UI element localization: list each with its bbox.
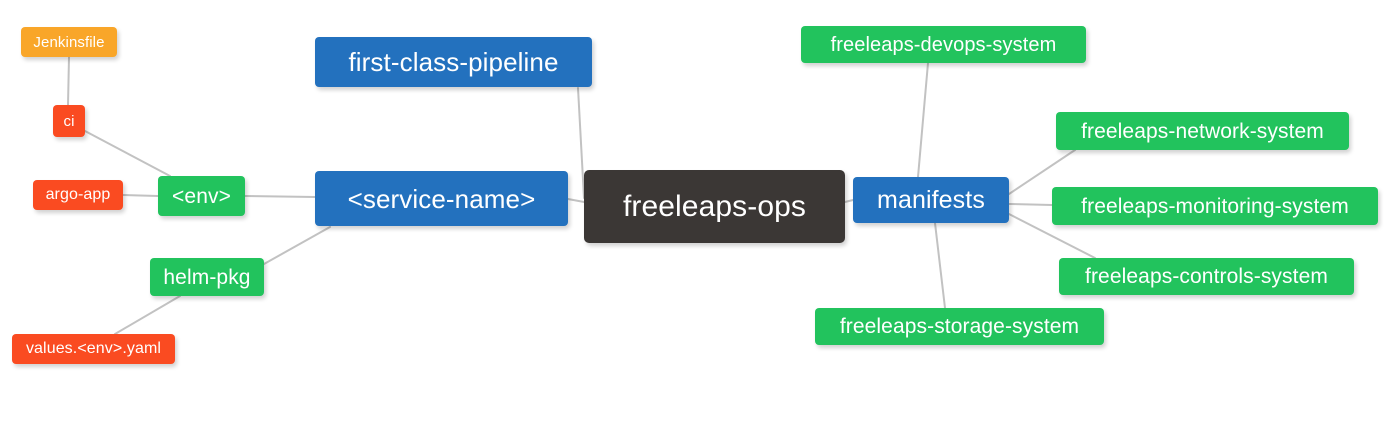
mindmap-node-first-class-pipeline[interactable]: first-class-pipeline — [315, 37, 592, 87]
node-label: argo-app — [45, 186, 111, 203]
edge-root-to-service-name — [567, 198, 585, 203]
node-label: freeleaps-devops-system — [830, 33, 1057, 56]
node-label: values.<env>.yaml — [25, 340, 162, 357]
mindmap-node-network-system[interactable]: freeleaps-network-system — [1056, 112, 1349, 150]
node-label: <env> — [172, 184, 231, 208]
mindmap-node-manifests[interactable]: manifests — [853, 177, 1009, 223]
edge-root-to-manifests — [844, 199, 854, 203]
node-label: freeleaps-controls-system — [1085, 265, 1328, 288]
mindmap-node-controls-system[interactable]: freeleaps-controls-system — [1059, 258, 1354, 295]
edge-env-to-argo-app — [122, 194, 159, 197]
node-label: freeleaps-ops — [622, 189, 807, 223]
mindmap-node-argo-app[interactable]: argo-app — [33, 180, 123, 210]
mindmap-node-storage-system[interactable]: freeleaps-storage-system — [815, 308, 1104, 345]
node-label: manifests — [877, 185, 985, 214]
node-label: ci — [63, 112, 75, 130]
edge-ci-to-jenkinsfile — [67, 56, 70, 106]
edge-service-name-to-helm-pkg — [263, 226, 331, 265]
node-label: freeleaps-monitoring-system — [1081, 194, 1349, 218]
edge-manifests-to-storage-system — [934, 222, 946, 309]
edge-manifests-to-devops-system — [917, 62, 929, 178]
mindmap-node-monitoring-system[interactable]: freeleaps-monitoring-system — [1052, 187, 1378, 225]
mindmap-node-env[interactable]: <env> — [158, 176, 245, 216]
edge-manifests-to-monitoring-system — [1008, 203, 1053, 206]
node-label: helm-pkg — [163, 265, 251, 289]
mindmap-node-values-yaml[interactable]: values.<env>.yaml — [12, 334, 175, 364]
mindmap-node-helm-pkg[interactable]: helm-pkg — [150, 258, 264, 296]
edge-service-name-to-env — [244, 195, 316, 198]
mindmap-node-devops-system[interactable]: freeleaps-devops-system — [801, 26, 1086, 63]
node-label: Jenkinsfile — [33, 33, 105, 51]
node-label: freeleaps-storage-system — [839, 315, 1080, 338]
mindmap-node-ci[interactable]: ci — [53, 105, 85, 137]
node-label: <service-name> — [347, 183, 536, 214]
node-label: first-class-pipeline — [348, 47, 559, 77]
mindmap-node-root[interactable]: freeleaps-ops — [584, 170, 845, 243]
mindmap-node-jenkinsfile[interactable]: Jenkinsfile — [21, 27, 117, 57]
mindmap-node-service-name[interactable]: <service-name> — [315, 171, 568, 226]
node-label: freeleaps-network-system — [1081, 119, 1324, 143]
edge-env-to-ci — [84, 130, 171, 177]
edge-helm-pkg-to-values-yaml — [114, 295, 181, 335]
